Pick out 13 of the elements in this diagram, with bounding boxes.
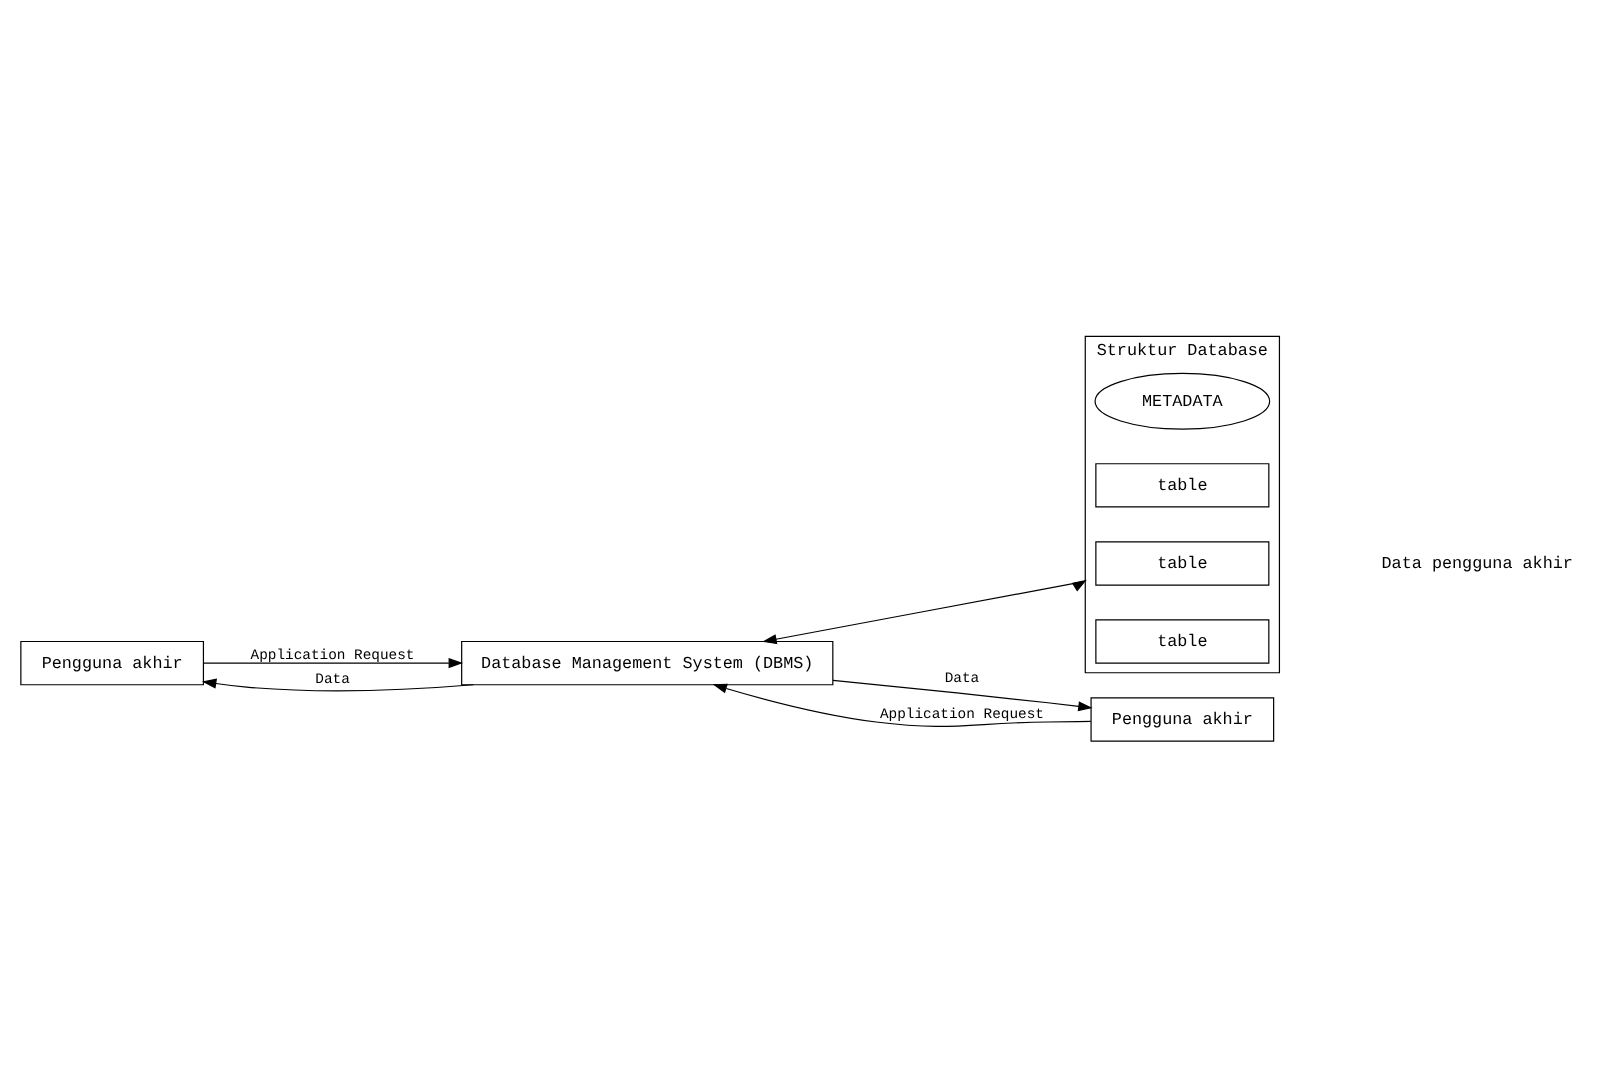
node-box: Pengguna akhir — [20, 639, 205, 685]
node-box: table — [1095, 540, 1270, 585]
node-box: Pengguna akhir — [1090, 696, 1275, 741]
label: Data pengguna akhir — [1381, 552, 1573, 573]
node-box: table — [1095, 462, 1270, 507]
arrow — [203, 657, 463, 668]
node-box: Database Management System (DBMS) — [461, 639, 834, 685]
arrow — [832, 678, 1093, 711]
arrow — [712, 682, 1092, 726]
node-ellipse: METADATA — [1094, 371, 1271, 429]
arrow — [202, 677, 474, 691]
node-box: table — [1095, 618, 1270, 663]
arrow — [762, 578, 1087, 644]
